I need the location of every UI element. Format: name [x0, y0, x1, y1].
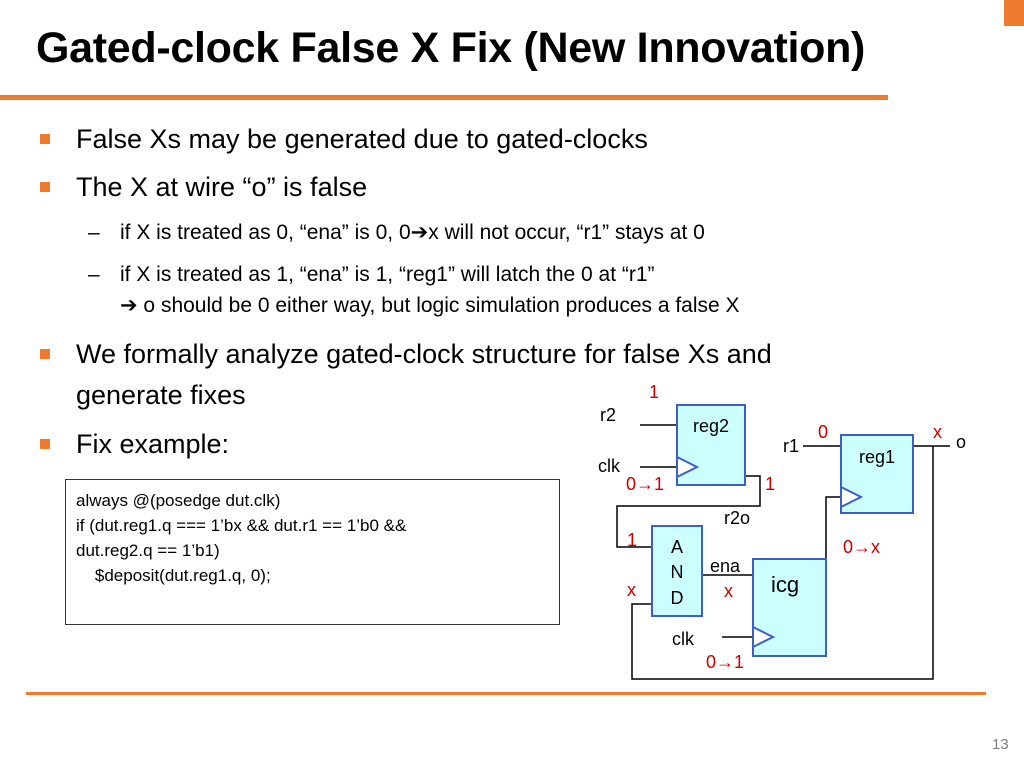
value-and-input-top: 1	[627, 530, 637, 550]
and-label-a: A	[671, 537, 683, 557]
wire-gated-clk	[825, 496, 841, 578]
sub-bullet-marker: –	[88, 221, 100, 244]
bullet-marker	[40, 439, 50, 449]
value-o: x	[933, 422, 942, 442]
page-number: 13	[992, 736, 1009, 753]
bullet-text: Fix example:	[76, 429, 230, 459]
icg-label: icg	[771, 572, 799, 597]
wire-r2o	[616, 475, 761, 548]
bullet-marker	[40, 349, 50, 359]
value-reg1-clock: 0→x	[843, 537, 880, 557]
signal-r1: r1	[783, 436, 799, 456]
reg1-clock-marker	[840, 485, 864, 509]
and-label-n: N	[671, 562, 684, 582]
and-gate-block	[651, 525, 703, 617]
wire-feedback-o	[631, 446, 934, 680]
value-r1: 0	[818, 422, 828, 442]
value-clk-reg2: 0→1	[626, 474, 664, 494]
bullet-text: We formally analyze gated-clock structur…	[76, 339, 772, 369]
bullet-item: Fix example:	[40, 427, 230, 462]
corner-accent	[1004, 0, 1024, 26]
sub-bullet-item: – if X is treated as 1, “ena” is 1, “reg…	[88, 261, 655, 289]
code-line: always @(posedge dut.clk)	[76, 491, 281, 510]
value-ena: x	[724, 581, 733, 601]
sub-bullet-text: if X is treated as 0, “ena” is 0, 0➔x wi…	[120, 221, 705, 244]
sub-bullet-text: if X is treated as 1, “ena” is 1, “reg1”…	[120, 263, 655, 286]
bullet-item: We formally analyze gated-clock structur…	[40, 337, 772, 372]
bullet-text: False Xs may be generated due to gated-c…	[76, 124, 648, 154]
value-r2: 1	[649, 382, 659, 402]
bullet-item: False Xs may be generated due to gated-c…	[40, 122, 648, 157]
signal-o: o	[956, 432, 966, 452]
icg-clock-marker	[752, 625, 776, 649]
value-and-input-bottom: x	[627, 580, 636, 600]
signal-ena: ena	[710, 556, 741, 576]
and-label-d: D	[671, 588, 684, 608]
reg2-label: reg2	[693, 416, 729, 436]
bullet-text: The X at wire “o” is false	[76, 172, 368, 202]
code-example-box: always @(posedge dut.clk) if (dut.reg1.q…	[65, 479, 560, 625]
sub-bullet-marker: –	[88, 263, 100, 286]
code-line: $deposit(dut.reg1.q, 0);	[76, 566, 271, 585]
bullet-item: The X at wire “o” is false	[40, 170, 368, 205]
bullet-marker	[40, 134, 50, 144]
code-line: dut.reg2.q == 1’b1)	[76, 541, 220, 560]
slide-title: Gated-clock False X Fix (New Innovation)	[36, 24, 866, 72]
reg2-clock-marker	[676, 455, 700, 479]
code-line: if (dut.reg1.q === 1’bx && dut.r1 == 1’b…	[76, 516, 407, 535]
title-underline	[0, 95, 888, 100]
bullet-marker	[40, 182, 50, 192]
sub-bullet-text: ➔ o should be 0 either way, but logic si…	[120, 294, 740, 317]
footer-rule	[26, 692, 986, 695]
bullet-continuation: generate fixes	[76, 378, 246, 413]
sub-bullet-item: – if X is treated as 0, “ena” is 0, 0➔x …	[88, 219, 705, 247]
value-clk-icg: 0→1	[706, 652, 744, 672]
signal-clk-reg2: clk	[598, 456, 621, 476]
sub-bullet-continuation: ➔ o should be 0 either way, but logic si…	[120, 292, 740, 320]
bullet-text: generate fixes	[76, 380, 246, 410]
signal-r2: r2	[600, 405, 616, 425]
value-r2o: 1	[765, 474, 775, 494]
signal-clk-icg: clk	[672, 629, 695, 649]
reg1-label: reg1	[859, 447, 895, 467]
signal-r2o: r2o	[724, 508, 750, 528]
